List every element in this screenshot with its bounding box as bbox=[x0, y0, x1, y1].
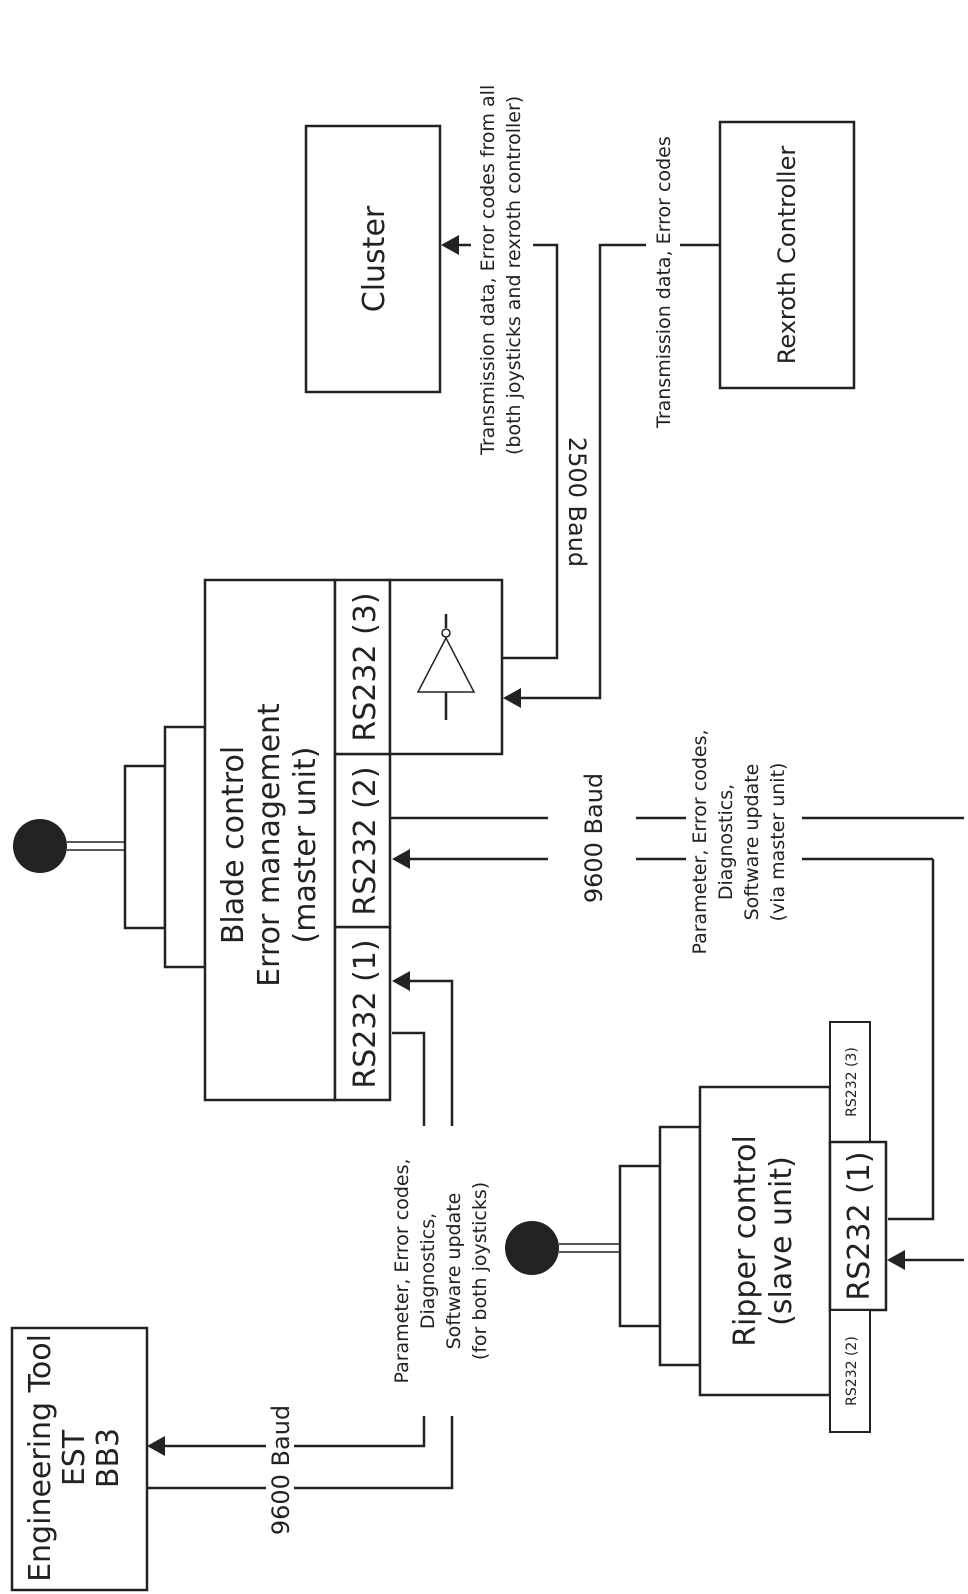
ripper-control-role: (slave unit) bbox=[764, 1156, 799, 1326]
can-baud-label: 2500 Baud bbox=[563, 437, 591, 567]
master-slave-info-line-2: Diagnostics, bbox=[715, 784, 737, 900]
engineering-tool-line-bb3: BB3 bbox=[91, 1428, 126, 1488]
ripper-input-wire bbox=[887, 1250, 964, 1270]
blade-control-title: Blade control bbox=[216, 746, 251, 944]
est-info-line-1: Parameter, Error codes, bbox=[391, 1158, 413, 1383]
master-slave-info-line-3: Software update bbox=[741, 764, 763, 921]
ripper-port-rs232-3: RS232 (3) bbox=[829, 1021, 871, 1143]
ripper-joystick-knob bbox=[505, 1125, 702, 1367]
master-slave-info-line-1: Parameter, Error codes, bbox=[689, 729, 711, 954]
master-slave-info-annotation: Parameter, Error codes, Diagnostics, Sof… bbox=[686, 700, 802, 984]
est-baud-label: 9600 Baud bbox=[267, 1405, 295, 1535]
cluster-info-annotation: Transmission data, Error codes from all … bbox=[471, 3, 533, 459]
can-transceiver-block bbox=[388, 578, 504, 756]
ripper-control-title: Ripper control bbox=[728, 1135, 763, 1347]
est-info-line-3: Software update bbox=[443, 1193, 465, 1350]
blade-port-rs232-3-label: RS232 (3) bbox=[348, 592, 383, 741]
ripper-port-rs232-2-label: RS232 (2) bbox=[844, 1336, 860, 1406]
est-info-annotation: Parameter, Error codes, Diagnostics, Sof… bbox=[388, 1126, 504, 1416]
ripper-port-rs232-2: RS232 (2) bbox=[829, 1309, 871, 1433]
blade-port-rs232-1: RS232 (1) bbox=[333, 925, 392, 1102]
engineering-tool-title: Engineering Tool bbox=[23, 1334, 58, 1582]
blade-control-role: (master unit) bbox=[288, 747, 323, 944]
engineering-tool-line-est: EST bbox=[57, 1429, 92, 1486]
engineering-tool-block: Engineering Tool EST BB3 bbox=[10, 1326, 149, 1592]
rexroth-info-line: Transmission data, Error codes bbox=[653, 136, 675, 429]
blade-port-rs232-2: RS232 (2) bbox=[333, 752, 392, 929]
inverter-symbol-icon bbox=[416, 614, 476, 720]
master-slave-lower-wire bbox=[392, 849, 935, 1221]
rexroth-controller-block: Rexroth Controller bbox=[718, 120, 856, 390]
cluster-block: Cluster bbox=[304, 124, 442, 394]
master-slave-baud-label: 9600 Baud bbox=[580, 773, 608, 903]
blade-joystick-knob bbox=[13, 725, 207, 969]
rexroth-link-wire bbox=[503, 243, 720, 708]
master-slave-info-line-4: (via master unit) bbox=[767, 763, 789, 922]
cluster-info-line-2: (both joysticks and rexroth controller) bbox=[503, 96, 525, 455]
blade-control-block: Blade control Error management (master u… bbox=[203, 578, 337, 1102]
est-info-line-2: Diagnostics, bbox=[417, 1213, 439, 1329]
rexroth-info-annotation: Transmission data, Error codes bbox=[646, 76, 680, 432]
est-info-line-4: (for both joysticks) bbox=[469, 1182, 491, 1360]
ripper-control-block: Ripper control (slave unit) bbox=[698, 1085, 832, 1397]
blade-port-rs232-1-label: RS232 (1) bbox=[348, 939, 383, 1088]
ripper-port-rs232-1-label: RS232 (1) bbox=[842, 1151, 877, 1300]
blade-port-rs232-2-label: RS232 (2) bbox=[348, 766, 383, 915]
rexroth-controller-label: Rexroth Controller bbox=[773, 146, 801, 365]
blade-control-subtitle: Error management bbox=[252, 703, 287, 987]
cluster-info-line-1: Transmission data, Error codes from all bbox=[477, 85, 499, 456]
cluster-label: Cluster bbox=[357, 205, 392, 312]
ripper-port-rs232-3-label: RS232 (3) bbox=[844, 1047, 860, 1117]
blade-port-rs232-3: RS232 (3) bbox=[333, 578, 392, 756]
ripper-port-rs232-1: RS232 (1) bbox=[828, 1140, 888, 1312]
